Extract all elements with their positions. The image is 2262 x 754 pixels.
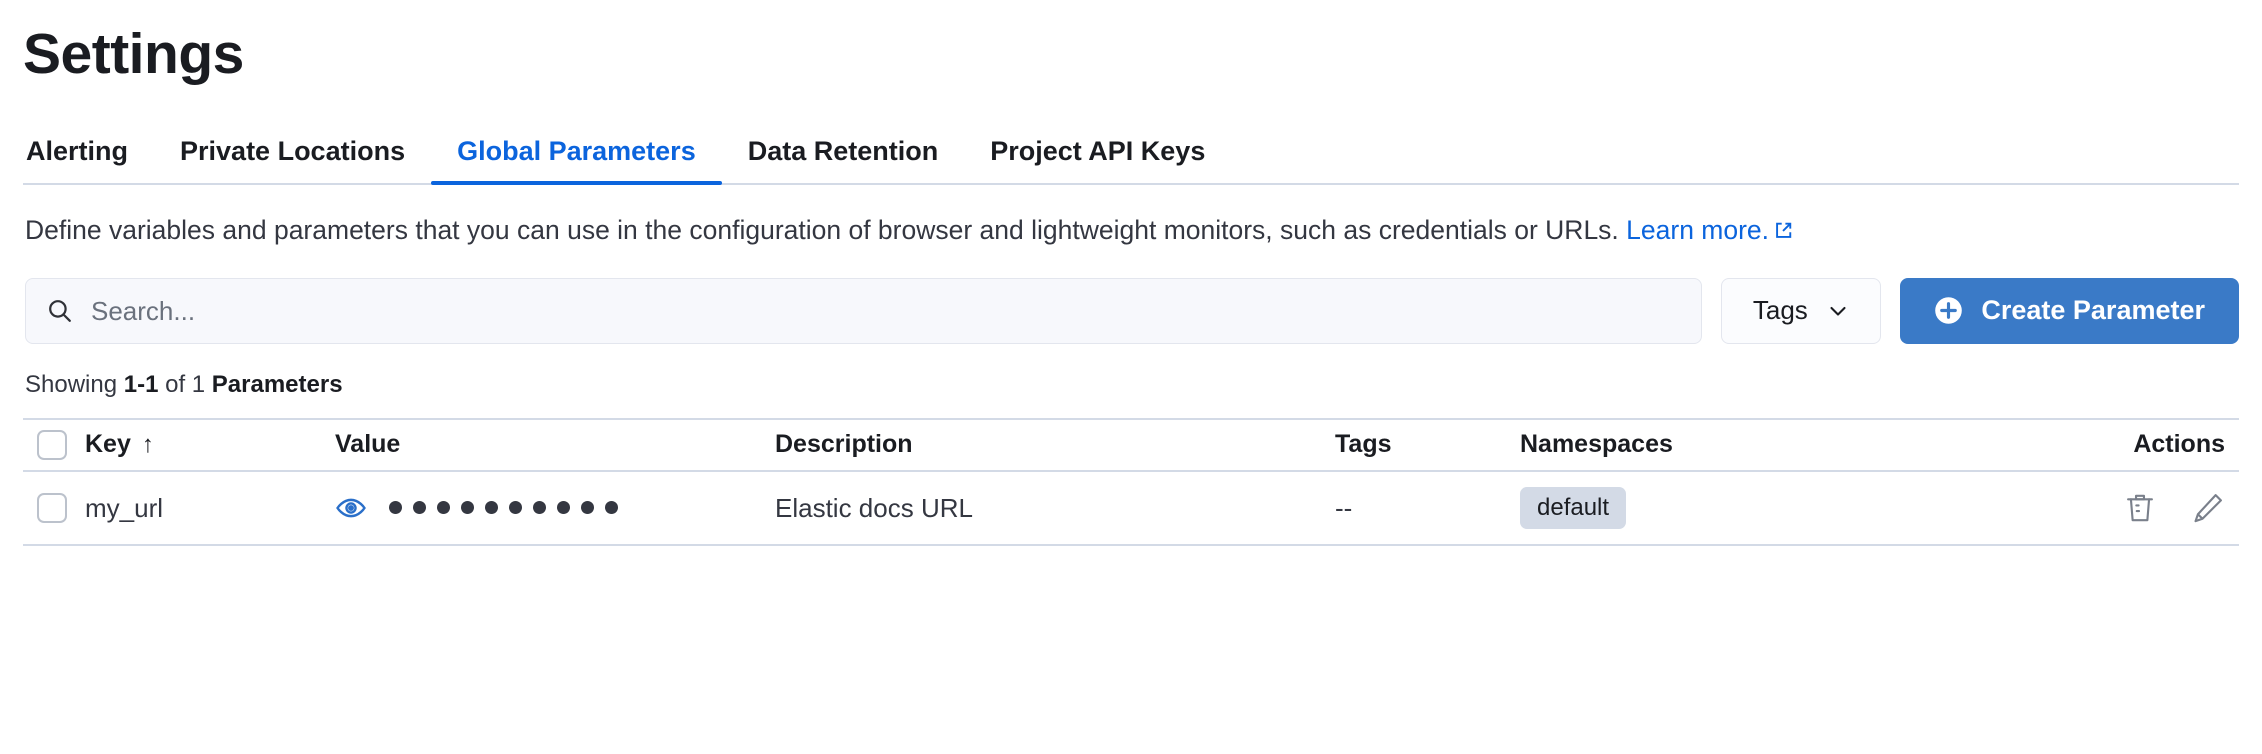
column-header-value[interactable]: Value xyxy=(335,430,401,459)
controls-row: Search... Tags Create Parameter xyxy=(23,277,2239,344)
create-parameter-label: Create Parameter xyxy=(1981,295,2205,326)
tab-alerting[interactable]: Alerting xyxy=(26,136,129,166)
results-prefix: Showing xyxy=(25,370,124,398)
results-entity: Parameters xyxy=(211,370,343,398)
namespace-badge: default xyxy=(1520,486,1627,529)
column-header-tags[interactable]: Tags xyxy=(1335,430,1392,459)
plus-circle-icon xyxy=(1934,296,1963,325)
create-parameter-button[interactable]: Create Parameter xyxy=(1900,277,2239,344)
sort-ascending-icon: ↑ xyxy=(141,430,154,458)
column-header-description[interactable]: Description xyxy=(775,430,913,459)
cell-actions xyxy=(2039,491,2239,525)
tab-project-api-keys[interactable]: Project API Keys xyxy=(990,136,1206,166)
learn-more-link[interactable]: Learn more. xyxy=(1626,215,1770,245)
results-middle: of 1 xyxy=(158,370,212,398)
cell-tags: -- xyxy=(1335,492,1353,523)
search-placeholder: Search... xyxy=(91,295,196,326)
page-description: Define variables and parameters that you… xyxy=(23,214,2223,248)
tags-filter-dropdown[interactable]: Tags xyxy=(1721,277,1882,344)
select-all-cell xyxy=(23,429,85,460)
column-header-key[interactable]: Key ↑ xyxy=(85,432,335,457)
description-text: Define variables and parameters that you… xyxy=(25,215,1627,245)
tab-private-locations[interactable]: Private Locations xyxy=(180,136,406,166)
row-select-checkbox[interactable] xyxy=(37,492,67,523)
pencil-icon[interactable] xyxy=(2191,491,2225,525)
results-range: 1-1 xyxy=(123,370,159,398)
results-count: Showing 1-1 of 1 Parameters xyxy=(23,370,2239,398)
tab-bar: Alerting Private Locations Global Parame… xyxy=(23,127,2239,185)
parameters-table: Key ↑ Value Description Tags Namespaces … xyxy=(23,417,2239,546)
cell-namespaces: default xyxy=(1520,486,2039,529)
page-title: Settings xyxy=(23,22,244,86)
row-select-cell xyxy=(23,492,85,523)
search-icon xyxy=(46,297,74,325)
table-row: my_url Elastic docs URL -- default xyxy=(23,472,2239,546)
external-link-icon xyxy=(1774,215,1793,238)
eye-icon[interactable] xyxy=(335,492,367,524)
chevron-down-icon xyxy=(1826,299,1850,323)
table-header-row: Key ↑ Value Description Tags Namespaces … xyxy=(23,417,2239,472)
column-header-key-label: Key xyxy=(85,430,131,459)
column-header-actions: Actions xyxy=(2133,430,2225,459)
column-header-namespaces[interactable]: Namespaces xyxy=(1520,430,1673,459)
tab-global-parameters[interactable]: Global Parameters xyxy=(431,138,722,185)
masked-value xyxy=(389,501,618,515)
trash-icon[interactable] xyxy=(2123,491,2157,525)
search-input[interactable]: Search... xyxy=(25,277,1703,344)
select-all-checkbox[interactable] xyxy=(37,429,67,460)
tags-filter-label: Tags xyxy=(1752,295,1808,326)
cell-key: my_url xyxy=(85,492,164,523)
tab-data-retention[interactable]: Data Retention xyxy=(747,136,939,166)
cell-description: Elastic docs URL xyxy=(775,492,973,523)
cell-value xyxy=(335,492,775,524)
